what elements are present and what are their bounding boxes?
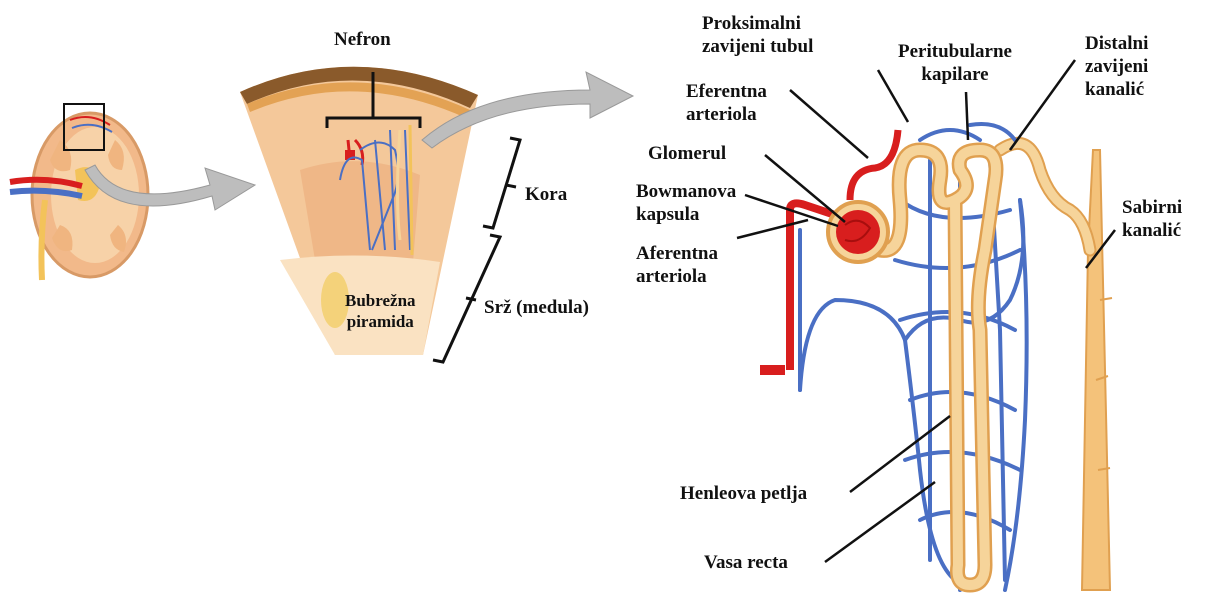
label-kora: Kora [525, 183, 567, 206]
label-vasa-recta: Vasa recta [704, 551, 788, 574]
kora-bracket [483, 138, 520, 228]
label-henleova-petlja: Henleova petlja [680, 482, 807, 505]
label-srz-medula: Srž (medula) [484, 296, 589, 319]
label-nefron: Nefron [334, 28, 391, 51]
label-glomerul: Glomerul [648, 142, 726, 165]
